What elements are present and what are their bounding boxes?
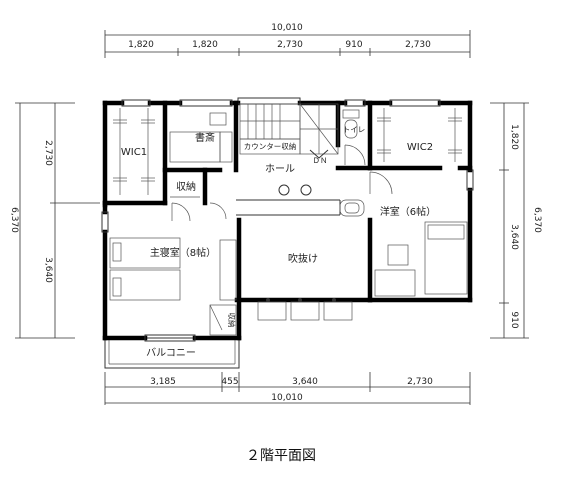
counter-storage-label: カウンター収納: [244, 141, 297, 151]
top-seg-2: 1,820: [192, 40, 218, 50]
master-bedroom-label: 主寝室（8帖）: [150, 246, 216, 259]
wic1-label: WIC1: [121, 147, 147, 158]
top-total-dim: 10,010: [271, 23, 303, 33]
right-seg-2: 3,640: [509, 224, 519, 250]
storage-upper-room: 収納: [170, 180, 200, 198]
bottom-total-dim: 10,010: [271, 393, 303, 403]
staircase: ＤＮ: [239, 103, 339, 165]
top-seg-1: 1,820: [128, 40, 154, 50]
top-dimensions: 10,010 1,820 1,820 2,730 910 2,730: [104, 23, 471, 58]
top-seg-4: 910: [345, 40, 362, 50]
wic2-room: WIC2: [377, 108, 462, 162]
right-seg-3: 910: [509, 311, 519, 328]
toilet-room: トイレ: [342, 109, 366, 166]
left-dimensions: 6,370 2,730 3,640: [9, 102, 100, 339]
storage-lower-room: 収納: [209, 304, 237, 336]
wic1-room: WIC1: [113, 108, 155, 195]
bottom-seg-4: 2,730: [407, 377, 433, 387]
study-label: 書斎: [195, 131, 215, 144]
left-total-dim: 6,370: [9, 207, 19, 233]
right-dimensions: 6,370 1,820 3,640 910: [490, 102, 542, 339]
wic2-label: WIC2: [407, 142, 433, 153]
light-icon: [300, 184, 312, 196]
master-bedroom: 主寝室（8帖）: [109, 202, 237, 301]
hall-area: ホール: [265, 163, 365, 217]
sink-icon: [339, 199, 365, 217]
western-room: 洋室（6帖）: [369, 171, 468, 297]
balcony: バルコニー: [104, 337, 240, 369]
floor-plan-title: ２階平面図: [246, 448, 316, 464]
bottom-seg-1: 3,185: [150, 377, 176, 387]
left-seg-1: 2,730: [43, 140, 53, 166]
top-seg-5: 2,730: [405, 40, 431, 50]
counter-storage: [239, 138, 301, 155]
walls: [101, 97, 474, 342]
light-icon: [278, 184, 290, 196]
right-seg-1: 1,820: [509, 124, 519, 150]
void-label: 吹抜け: [288, 252, 318, 265]
void-area: 吹抜け: [257, 252, 353, 321]
right-total-dim: 6,370: [532, 207, 542, 233]
bottom-seg-3: 3,640: [292, 377, 318, 387]
storage-upper-label: 収納: [176, 180, 196, 193]
study-room: 書斎: [169, 112, 233, 163]
western-room-label: 洋室（6帖）: [380, 205, 436, 218]
left-seg-2: 3,640: [43, 257, 53, 283]
bottom-seg-2: 455: [221, 377, 238, 387]
toilet-label: トイレ: [343, 125, 366, 134]
storage-lower-label: 収納: [227, 313, 237, 328]
top-seg-3: 2,730: [277, 40, 303, 50]
hall-label: ホール: [265, 163, 295, 175]
down-label: ＤＮ: [313, 156, 328, 165]
bottom-dimensions: 3,185 455 3,640 2,730 10,010: [104, 372, 471, 405]
balcony-label: バルコニー: [146, 347, 196, 359]
